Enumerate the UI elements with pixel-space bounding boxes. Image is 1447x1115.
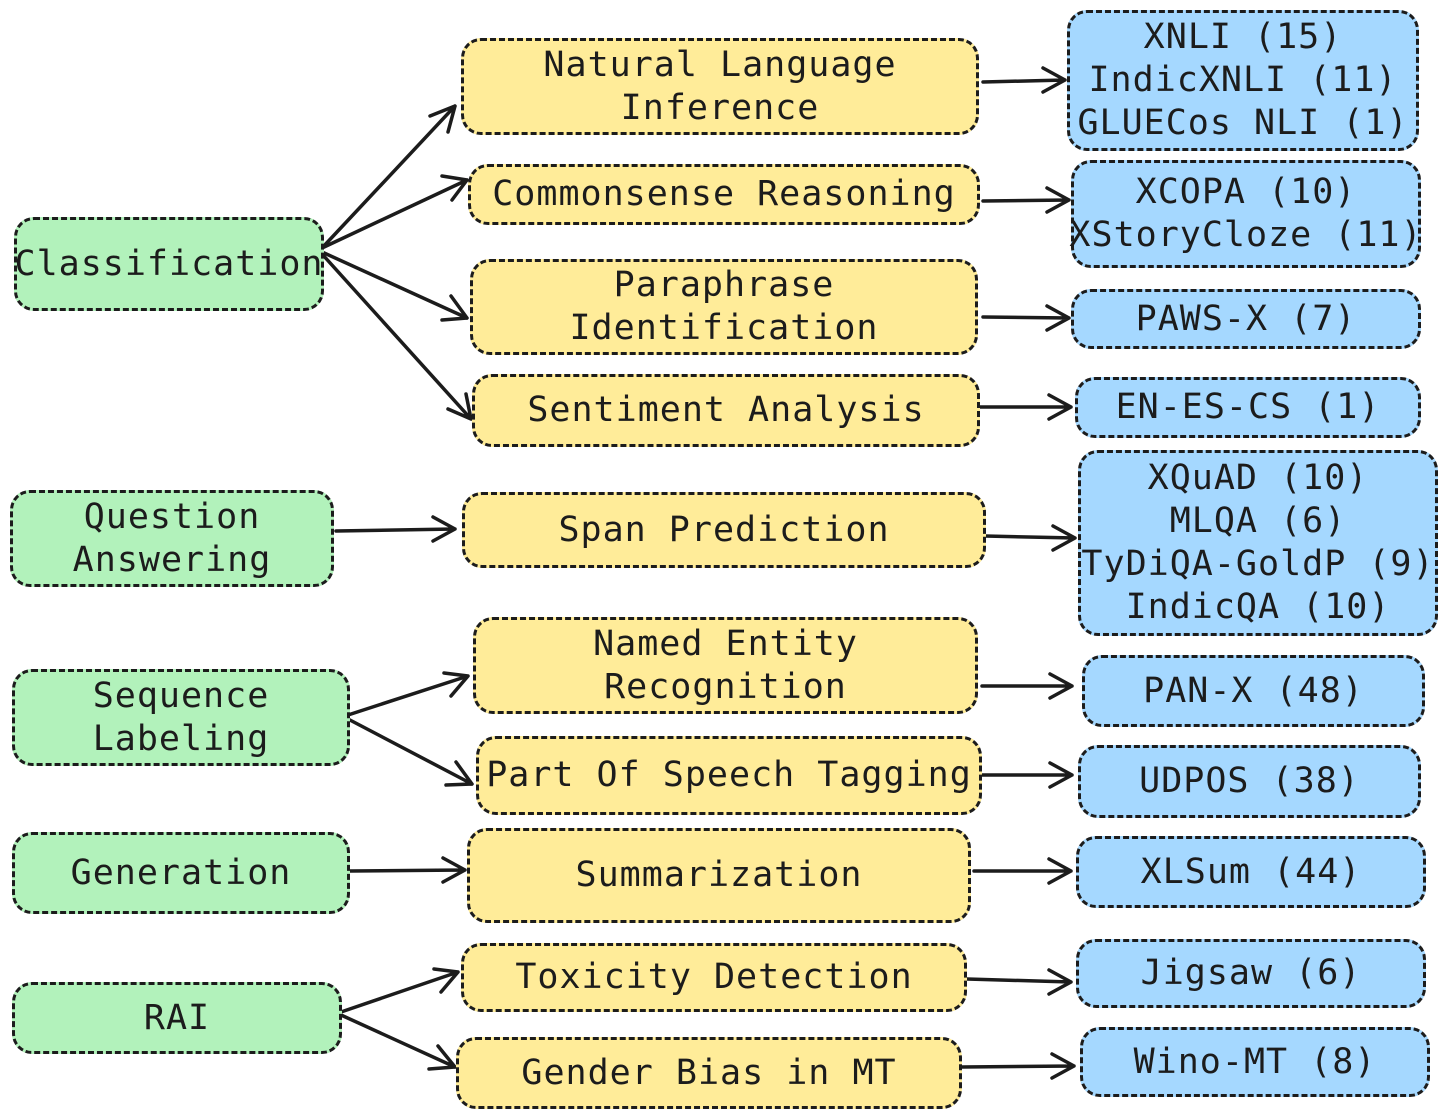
category-label: RAI xyxy=(143,997,211,1038)
category-label: Answering xyxy=(72,539,272,580)
task-label: Summarization xyxy=(575,855,863,895)
dataset-commonsense: XCOPA (10) XStoryCloze (11) xyxy=(1069,160,1423,268)
task-label: Sentiment Analysis xyxy=(527,390,925,430)
arrow-qa-to-span xyxy=(334,515,457,543)
category-label: Sequence xyxy=(92,675,270,716)
arrow-rai-to-gender xyxy=(339,1013,457,1071)
arrow-paraphrase-to-ds xyxy=(981,304,1071,332)
arrow-seq-to-pos xyxy=(346,717,474,787)
arrow-classification-to-commonsense xyxy=(320,174,469,250)
category-rai: RAI xyxy=(12,982,342,1054)
task-label: Recognition xyxy=(604,666,847,707)
task-label: Commonsense Reasoning xyxy=(492,174,956,214)
task-commonsense-reasoning: Commonsense Reasoning xyxy=(468,164,980,225)
arrow-toxicity-to-ds xyxy=(965,968,1073,996)
arrow-summ-to-ds xyxy=(972,857,1073,885)
arrow-sentiment-to-ds xyxy=(978,393,1073,421)
arrow-commonsense-to-ds xyxy=(981,186,1071,214)
task-sentiment-analysis: Sentiment Analysis xyxy=(472,374,980,447)
task-nli: Natural Language Inference xyxy=(461,38,979,135)
category-label: Question xyxy=(83,496,261,537)
category-label: Classification xyxy=(14,243,324,284)
dataset-summarization: XLSum (44) xyxy=(1076,836,1426,908)
dataset-sentiment: EN-ES-CS (1) xyxy=(1075,377,1421,438)
category-label: Labeling xyxy=(92,718,270,759)
dataset-pos: UDPOS (38) xyxy=(1078,745,1421,818)
arrow-rai-to-toxicity xyxy=(339,967,460,1014)
task-label: Gender Bias in MT xyxy=(521,1052,897,1093)
dataset-label: UDPOS (38) xyxy=(1139,761,1360,801)
task-label: Named Entity xyxy=(593,623,858,664)
dataset-label: XStoryCloze (11) xyxy=(1069,215,1423,255)
arrow-nli-to-ds xyxy=(981,66,1067,94)
arrow-ner-to-ds xyxy=(980,672,1074,700)
task-span-prediction: Span Prediction xyxy=(462,492,986,568)
category-sequence-labeling: Sequence Labeling xyxy=(12,669,350,766)
dataset-ner: PAN-X (48) xyxy=(1082,655,1425,727)
dataset-label: IndicXNLI (11) xyxy=(1088,60,1398,100)
category-question-answering: Question Answering xyxy=(10,490,334,587)
task-named-entity-recognition: Named Entity Recognition xyxy=(473,617,978,714)
dataset-span: XQuAD (10) MLQA (6) TyDiQA-GoldP (9) Ind… xyxy=(1078,450,1438,636)
dataset-nli: XNLI (15) IndicXNLI (11) GLUECos NLI (1) xyxy=(1067,10,1419,151)
dataset-label: GLUECos NLI (1) xyxy=(1077,103,1409,143)
dataset-label: EN-ES-CS (1) xyxy=(1115,387,1381,427)
dataset-label: PAN-X (48) xyxy=(1143,670,1364,711)
task-label: Natural Language xyxy=(543,44,897,85)
task-label: Part Of Speech Tagging xyxy=(486,755,972,795)
arrow-classification-to-paraphrase xyxy=(320,250,469,322)
dataset-toxicity: Jigsaw (6) xyxy=(1076,939,1426,1008)
dataset-label: Wino-MT (8) xyxy=(1133,1041,1377,1082)
task-gender-bias-in-mt: Gender Bias in MT xyxy=(456,1037,962,1109)
category-generation: Generation xyxy=(12,832,350,914)
dataset-label: XCOPA (10) xyxy=(1135,172,1357,212)
task-label: Toxicity Detection xyxy=(515,957,913,997)
task-label: Paraphrase xyxy=(613,265,835,305)
arrow-span-to-ds xyxy=(983,524,1077,552)
category-classification: Classification xyxy=(14,217,324,311)
arrow-seq-to-ner xyxy=(346,671,470,717)
task-label: Inference xyxy=(620,87,820,128)
arrow-gender-to-ds xyxy=(960,1052,1076,1080)
task-part-of-speech-tagging: Part Of Speech Tagging xyxy=(476,736,982,815)
task-paraphrase-identification: Paraphrase Identification xyxy=(470,259,978,355)
dataset-label: XLSum (44) xyxy=(1140,851,1362,892)
task-toxicity-detection: Toxicity Detection xyxy=(461,943,967,1012)
arrow-pos-to-ds xyxy=(979,761,1074,789)
dataset-label: TyDiQA-GoldP (9) xyxy=(1081,544,1435,584)
dataset-label: XNLI (15) xyxy=(1143,17,1343,57)
arrow-classification-to-sentiment xyxy=(320,252,473,421)
dataset-label: IndicQA (10) xyxy=(1125,587,1391,627)
task-label: Identification xyxy=(569,308,879,348)
task-summarization: Summarization xyxy=(467,828,971,923)
dataset-gender-bias: Wino-MT (8) xyxy=(1080,1027,1430,1097)
dataset-paraphrase: PAWS-X (7) xyxy=(1071,289,1421,349)
dataset-label: Jigsaw (6) xyxy=(1140,953,1362,993)
arrow-classification-to-nli xyxy=(320,104,457,250)
arrow-gen-to-summ xyxy=(348,856,467,884)
dataset-label: PAWS-X (7) xyxy=(1135,298,1357,339)
dataset-label: MLQA (6) xyxy=(1169,501,1347,541)
category-label: Generation xyxy=(70,852,292,893)
task-label: Span Prediction xyxy=(558,509,890,550)
dataset-label: XQuAD (10) xyxy=(1147,458,1369,498)
